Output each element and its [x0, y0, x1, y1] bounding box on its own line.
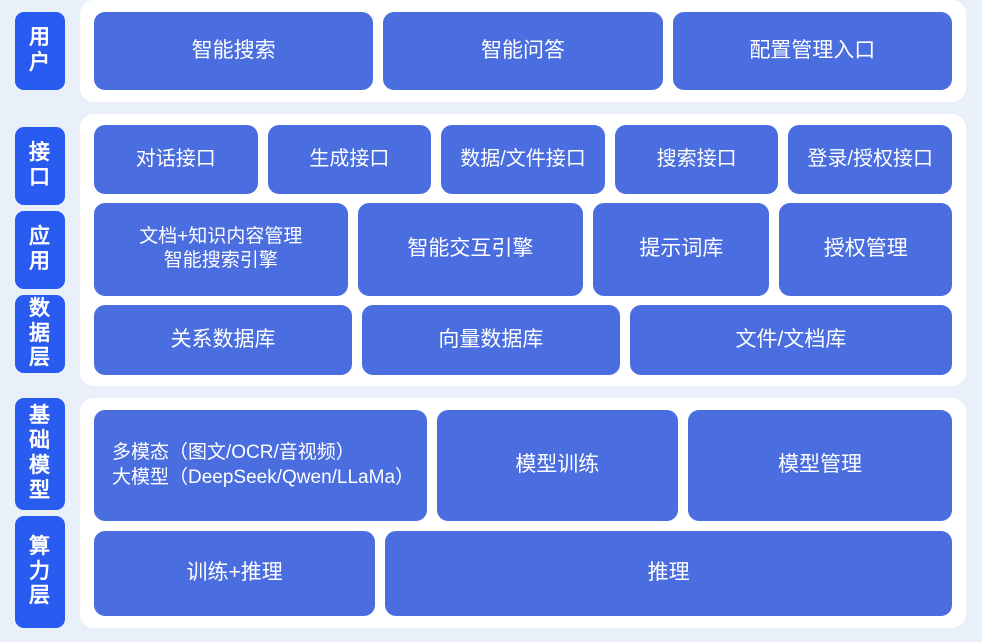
layer-tag-char: 用 — [29, 250, 51, 273]
layer-tag-interface: 接 口 — [15, 127, 65, 205]
row-user-entries: 智能搜索 智能问答 配置管理入口 — [94, 12, 952, 90]
card-vector-database[interactable]: 向量数据库 — [361, 304, 620, 376]
card-document-knowledge-management[interactable]: 文档+知识内容管理 智能搜索引擎 — [94, 202, 348, 296]
layer-tag-char: 户 — [29, 51, 51, 74]
layer-tag-data: 数 据 层 — [15, 295, 65, 373]
layer-tag-char: 接 — [29, 141, 51, 165]
card-model-training[interactable]: 模型训练 — [436, 410, 679, 521]
card-search-interface[interactable]: 搜索接口 — [614, 125, 779, 194]
section-bottom: 基 础 模 型 算 力 层 多模态（图文/OCR/音视频） 大模型（DeepSe… — [0, 398, 982, 628]
layer-tag-compute-power: 算 力 层 — [15, 516, 65, 628]
section-middle: 接 口 应 用 数 据 层 对话接口 生成接口 数据/文件接口 搜索接口 登录/… — [0, 114, 982, 386]
card-intelligent-qa[interactable]: 智能问答 — [383, 12, 663, 90]
layer-tag-char: 口 — [29, 166, 51, 189]
layer-tag-char: 算 — [29, 534, 51, 558]
card-inference[interactable]: 推理 — [385, 530, 952, 616]
layer-tag-char: 据 — [29, 321, 51, 345]
tag-column-bottom: 基 础 模 型 算 力 层 — [0, 398, 80, 628]
row-compute-power: 训练+推理 推理 — [94, 530, 952, 616]
row-data-layer: 关系数据库 向量数据库 文件/文档库 — [94, 304, 952, 376]
card-prompt-library[interactable]: 提示词库 — [593, 202, 770, 296]
card-file-document-repository[interactable]: 文件/文档库 — [629, 304, 952, 376]
card-relational-database[interactable]: 关系数据库 — [94, 304, 352, 376]
layer-tag-char: 基 — [29, 404, 51, 428]
layer-tag-char: 力 — [29, 559, 51, 583]
layer-tag-char: 应 — [29, 225, 51, 249]
card-login-auth-interface[interactable]: 登录/授权接口 — [788, 125, 952, 194]
card-intelligent-search[interactable]: 智能搜索 — [94, 12, 374, 90]
card-authorization-management[interactable]: 授权管理 — [779, 202, 952, 296]
card-generation-interface[interactable]: 生成接口 — [267, 125, 432, 194]
layer-tag-char: 模 — [29, 454, 51, 477]
row-base-model: 多模态（图文/OCR/音视频） 大模型（DeepSeek/Qwen/LLaMa）… — [94, 410, 953, 521]
layer-tag-char: 数 — [29, 296, 51, 320]
row-interface: 对话接口 生成接口 数据/文件接口 搜索接口 登录/授权接口 — [94, 125, 952, 194]
panel-bottom: 多模态（图文/OCR/音视频） 大模型（DeepSeek/Qwen/LLaMa）… — [80, 398, 966, 628]
panel-user: 智能搜索 智能问答 配置管理入口 — [80, 0, 966, 102]
layer-tag-user: 用 户 — [15, 12, 65, 90]
layer-tag-char: 础 — [29, 429, 51, 453]
section-user: 用 户 智能搜索 智能问答 配置管理入口 — [0, 0, 982, 102]
layer-tag-char: 层 — [29, 346, 51, 370]
layer-tag-char: 层 — [29, 584, 51, 608]
row-application: 文档+知识内容管理 智能搜索引擎 智能交互引擎 提示词库 授权管理 — [94, 202, 952, 296]
layer-tag-char: 型 — [29, 478, 51, 502]
tag-column-middle: 接 口 应 用 数 据 层 — [0, 114, 80, 386]
layer-tag-base-model: 基 础 模 型 — [15, 398, 65, 510]
card-data-file-interface[interactable]: 数据/文件接口 — [441, 125, 605, 194]
tag-column-user: 用 户 — [0, 0, 80, 102]
panel-middle: 对话接口 生成接口 数据/文件接口 搜索接口 登录/授权接口 文档+知识内容管理… — [80, 114, 966, 386]
card-dialog-interface[interactable]: 对话接口 — [94, 125, 258, 194]
card-intelligent-interaction-engine[interactable]: 智能交互引擎 — [357, 202, 584, 296]
card-model-management[interactable]: 模型管理 — [688, 410, 953, 521]
layer-tag-char: 用 — [29, 26, 51, 50]
card-training-and-inference[interactable]: 训练+推理 — [94, 530, 376, 616]
card-multimodal-large-model[interactable]: 多模态（图文/OCR/音视频） 大模型（DeepSeek/Qwen/LLaMa） — [94, 410, 427, 521]
layer-tag-application: 应 用 — [15, 211, 65, 289]
card-config-management-entry[interactable]: 配置管理入口 — [672, 12, 952, 90]
